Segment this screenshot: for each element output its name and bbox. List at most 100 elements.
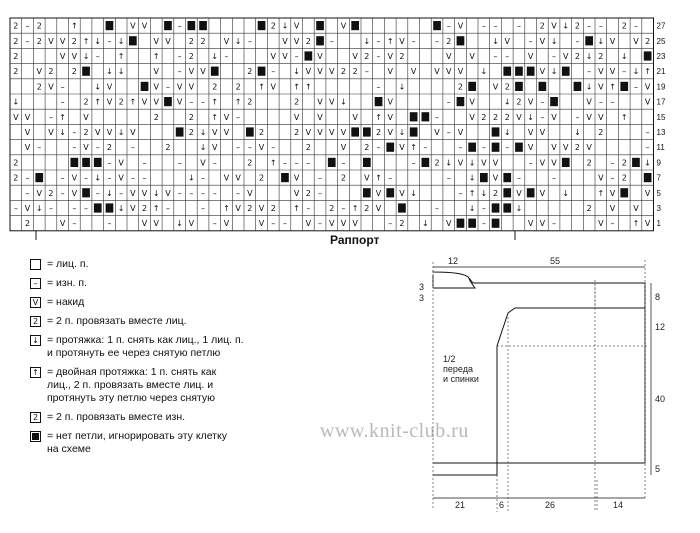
chart-cell-symbol: V — [352, 219, 358, 228]
chart-cell-symbol: – — [213, 189, 217, 198]
chart-cell-symbol: ↓ — [282, 22, 289, 31]
chart-cell-dark — [409, 127, 418, 137]
chart-cell-dark — [35, 173, 44, 183]
chart-cell-symbol: V — [528, 219, 534, 228]
chart-cell-dark — [164, 97, 172, 107]
chart-cell-symbol: ↑ — [644, 67, 651, 76]
chart-cell-symbol: V — [118, 158, 124, 167]
chart-cell-symbol: – — [447, 98, 451, 107]
chart-cell-symbol: V — [388, 67, 394, 76]
chart-cell-symbol: 2 — [154, 113, 159, 122]
chart-cell-symbol: V — [434, 128, 440, 137]
chart-cell-symbol: ↓ — [59, 128, 66, 137]
chart-cell-dark — [386, 142, 395, 152]
chart-cell-symbol: – — [26, 22, 30, 31]
chart-cell-symbol: 2 — [13, 37, 18, 46]
chart-cell-symbol: ↓ — [551, 67, 558, 76]
chart-cell-symbol: – — [72, 204, 76, 213]
legend-item: 2= 2 п. провязать вместе лиц. — [30, 315, 350, 328]
chart-cell-symbol: – — [189, 98, 193, 107]
chart-cell-symbol: V — [446, 52, 452, 61]
chart-cell-symbol: 2 — [306, 37, 311, 46]
chart-cell-symbol: 2 — [622, 174, 627, 183]
chart-cell-dark — [199, 21, 207, 31]
chart-cell-symbol: – — [482, 204, 486, 213]
chart-cell-symbol: – — [295, 158, 299, 167]
chart-cell-symbol: 2 — [165, 143, 170, 152]
chart-cell-symbol: 2 — [294, 98, 299, 107]
chart-cell-symbol: 2 — [189, 52, 194, 61]
chart-cell-symbol: – — [494, 22, 498, 31]
row-number: 19 — [657, 82, 666, 91]
chart-cell-symbol: V — [294, 113, 300, 122]
chart-cell-symbol: ↓ — [586, 52, 593, 61]
chart-cell-symbol: V — [37, 189, 43, 198]
chart-cell-symbol: – — [178, 189, 182, 198]
chart-cell-symbol: V — [516, 113, 522, 122]
chart-cell-symbol: ↑ — [153, 52, 160, 61]
chart-cell-symbol: – — [119, 189, 123, 198]
chart-cell-symbol: V — [493, 158, 499, 167]
chart-cell-symbol: 2 — [48, 189, 53, 198]
chart-cell-dark — [210, 66, 219, 76]
chart-cell-symbol: – — [587, 67, 591, 76]
chart-cell-symbol: ↑ — [621, 113, 628, 122]
chart-cell-symbol: ↓ — [633, 67, 640, 76]
chart-cell-symbol: ↑ — [211, 113, 218, 122]
chart-cell-dark — [175, 127, 184, 137]
chart-cell-symbol: – — [447, 128, 451, 137]
chart-cell-symbol: 2 — [271, 204, 276, 213]
chart-cell-symbol: ↑ — [211, 98, 218, 107]
chart-cell-symbol: ↓ — [480, 189, 487, 198]
chart-cell-symbol: – — [622, 67, 626, 76]
chart-cell-symbol: V — [645, 189, 651, 198]
chart-cell-symbol: V — [458, 158, 464, 167]
chart-cell-symbol: ↑ — [609, 82, 616, 91]
chart-cell-symbol: V — [551, 143, 557, 152]
watermark: www.knit-club.ru — [320, 420, 469, 442]
chart-cell-symbol: 2 — [306, 143, 311, 152]
chart-cell-symbol: – — [318, 189, 322, 198]
legend-item: –= изн. п. — [30, 277, 350, 290]
chart-cell-symbol: V — [586, 113, 592, 122]
chart-cell-dark — [550, 97, 558, 107]
chart-cell-dark — [632, 157, 640, 167]
stitch-symbol-icon — [30, 259, 41, 270]
chart-cell-symbol: – — [61, 98, 65, 107]
chart-cell-symbol: V — [72, 189, 78, 198]
chart-cell-dark — [468, 81, 476, 91]
chart-cell-symbol: – — [412, 37, 416, 46]
chart-cell-symbol: – — [107, 174, 111, 183]
chart-cell-symbol: ↑ — [633, 219, 640, 228]
dim-bottom-1: 21 — [455, 500, 465, 510]
chart-cell-symbol: V — [317, 128, 323, 137]
chart-cell-symbol: 2 — [622, 158, 627, 167]
chart-cell-symbol: – — [84, 174, 88, 183]
chart-cell-symbol: V — [282, 37, 288, 46]
dim-right-1: 8 — [655, 292, 660, 302]
chart-cell-symbol: V — [528, 143, 534, 152]
chart-cell-dark — [82, 157, 90, 167]
chart-cell-symbol: – — [423, 143, 427, 152]
dim-left-1: 3 — [419, 282, 424, 292]
chart-cell-symbol: ↓ — [562, 22, 569, 31]
chart-cell-symbol: V — [282, 52, 288, 61]
chart-cell-symbol: 2 — [329, 204, 334, 213]
chart-cell-symbol: 2 — [341, 174, 346, 183]
chart-cell-symbol: 2 — [493, 113, 498, 122]
row-number: 9 — [657, 158, 662, 167]
chart-cell-symbol: – — [283, 219, 287, 228]
chart-cell-symbol: ↓ — [445, 158, 452, 167]
chart-cell-symbol: V — [271, 52, 277, 61]
chart-cell-symbol: V — [48, 82, 54, 91]
chart-cell-dark — [304, 51, 313, 61]
chart-cell-symbol: – — [552, 219, 556, 228]
chart-cell-symbol: V — [317, 67, 323, 76]
chart-cell-symbol: V — [598, 219, 604, 228]
chart-cell-symbol: V — [610, 67, 616, 76]
row-number: 11 — [657, 143, 666, 152]
legend-item: ↑= двойная протяжка: 1 п. снять как лиц.… — [30, 366, 350, 405]
chart-cell-symbol: 2 — [259, 128, 264, 137]
chart-cell-symbol: ↓ — [83, 52, 90, 61]
chart-cell-symbol: ↑ — [293, 204, 300, 213]
